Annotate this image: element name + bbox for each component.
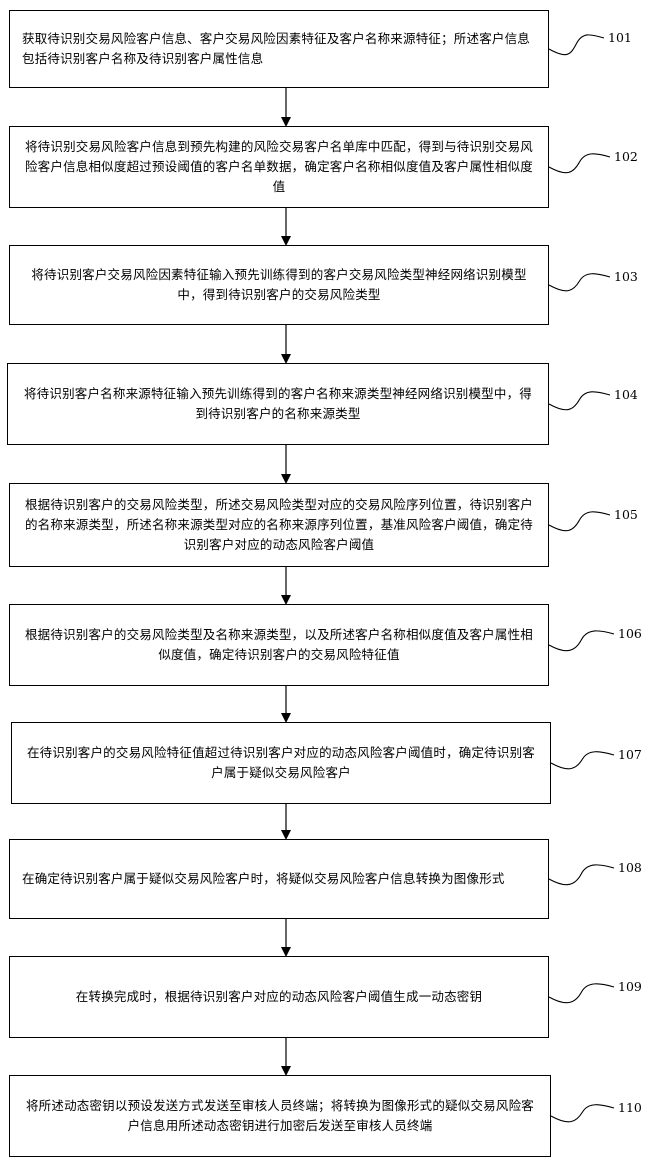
step-text-110: 将所述动态密钥以预设发送方式发送至审核人员终端；将转换为图像形式的疑似交易风险客… — [22, 1096, 538, 1136]
step-box-101: 获取待识别交易风险客户信息、客户交易风险因素特征及客户名称来源特征；所述客户信息… — [9, 10, 549, 88]
step-number-103: 103 — [614, 270, 647, 284]
step-number-101: 101 — [608, 31, 647, 45]
step-number-109: 109 — [618, 980, 647, 994]
step-number-105: 105 — [614, 508, 647, 522]
step-number-leader — [549, 631, 614, 651]
step-box-104: 将待识别客户名称来源特征输入预先训练得到的客户名称来源类型神经网络识别模型中，得… — [7, 363, 549, 445]
step-box-110: 将所述动态密钥以预设发送方式发送至审核人员终端；将转换为图像形式的疑似交易风险客… — [9, 1075, 551, 1157]
step-text-103: 将待识别客户交易风险因素特征输入预先训练得到的客户交易风险类型神经网络识别模型中… — [22, 265, 536, 305]
step-number-leader — [549, 154, 610, 173]
step-text-107: 在待识别客户的交易风险特征值超过待识别客户对应的动态风险客户阈值时，确定待识别客… — [24, 743, 538, 783]
step-number-102: 102 — [614, 150, 647, 164]
step-text-105: 根据待识别客户的交易风险类型，所述交易风险类型对应的交易风险序列位置，待识别客户… — [22, 495, 536, 555]
step-number-leader — [549, 35, 604, 55]
step-number-110: 110 — [618, 1101, 647, 1115]
step-text-106: 根据待识别客户的交易风险类型及名称来源类型，以及所述客户名称相似度值及客户属性相… — [22, 625, 536, 665]
step-number-leader — [549, 512, 610, 531]
step-box-108: 在确定待识别客户属于疑似交易风险客户时，将疑似交易风险客户信息转换为图像形式 — [9, 839, 549, 919]
step-number-106: 106 — [618, 627, 647, 641]
step-text-104: 将待识别客户名称来源特征输入预先训练得到的客户名称来源类型神经网络识别模型中，得… — [20, 384, 536, 424]
step-box-102: 将待识别交易风险客户信息到预先构建的风险交易客户名单库中匹配，得到与待识别交易风… — [9, 126, 549, 208]
step-number-leader — [549, 984, 614, 1003]
step-number-leader — [551, 752, 614, 769]
step-number-leader — [551, 1105, 614, 1122]
step-number-107: 107 — [618, 748, 647, 762]
step-box-106: 根据待识别客户的交易风险类型及名称来源类型，以及所述客户名称相似度值及客户属性相… — [9, 604, 549, 686]
step-text-101: 获取待识别交易风险客户信息、客户交易风险因素特征及客户名称来源特征；所述客户信息… — [22, 29, 536, 69]
step-number-leader — [549, 392, 610, 410]
step-number-104: 104 — [614, 388, 647, 402]
step-box-103: 将待识别客户交易风险因素特征输入预先训练得到的客户交易风险类型神经网络识别模型中… — [9, 245, 549, 325]
step-number-108: 108 — [618, 861, 647, 875]
step-box-105: 根据待识别客户的交易风险类型，所述交易风险类型对应的交易风险序列位置，待识别客户… — [9, 483, 549, 567]
step-number-leader — [549, 865, 614, 885]
step-box-107: 在待识别客户的交易风险特征值超过待识别客户对应的动态风险客户阈值时，确定待识别客… — [11, 722, 551, 804]
step-box-109: 在转换完成时，根据待识别客户对应的动态风险客户阈值生成一动态密钥 — [9, 956, 549, 1038]
step-text-102: 将待识别交易风险客户信息到预先构建的风险交易客户名单库中匹配，得到与待识别交易风… — [22, 137, 536, 197]
step-number-leader — [549, 274, 610, 291]
step-text-109: 在转换完成时，根据待识别客户对应的动态风险客户阈值生成一动态密钥 — [22, 987, 536, 1007]
step-text-108: 在确定待识别客户属于疑似交易风险客户时，将疑似交易风险客户信息转换为图像形式 — [22, 869, 536, 889]
